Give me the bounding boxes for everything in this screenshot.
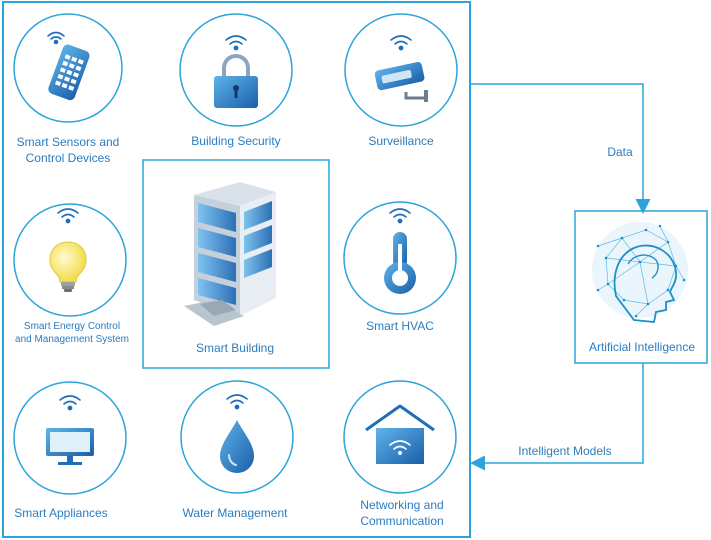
- circle-appliances: [13, 381, 127, 495]
- security-camera-icon: [374, 62, 428, 102]
- circle-sensors: [13, 13, 123, 123]
- label-sensors: Smart Sensors and Control Devices: [16, 135, 120, 165]
- thermometer-icon: [384, 232, 416, 294]
- ai-head-icon: [592, 222, 688, 323]
- light-bulb-icon: [49, 241, 87, 292]
- label-appliances: Smart Appliances: [14, 506, 108, 520]
- circle-energy: [13, 203, 127, 317]
- circle-water: [180, 380, 294, 494]
- center-frame: [142, 159, 330, 369]
- padlock-icon: [214, 54, 258, 108]
- models-arrow: [470, 363, 644, 471]
- outer-frame: [2, 1, 471, 538]
- label-networking: Networking and Communication: [360, 498, 444, 528]
- label-water: Water Management: [182, 506, 288, 520]
- label-surveillance: Surveillance: [368, 134, 434, 148]
- label-ai: Artificial Intelligence: [588, 340, 696, 354]
- monitor-icon: [46, 428, 94, 465]
- data-arrow: [470, 83, 651, 214]
- building-icon: [184, 182, 276, 326]
- circle-networking: [343, 380, 457, 494]
- label-hvac: Smart HVAC: [366, 319, 434, 333]
- circle-surveillance: [344, 13, 458, 127]
- water-drop-icon: [220, 420, 254, 473]
- label-energy: Smart Energy Control and Management Syst…: [15, 321, 129, 345]
- label-models-flow: Intelligent Models: [518, 444, 612, 458]
- label-data-flow: Data: [607, 145, 633, 159]
- circle-hvac: [343, 201, 457, 315]
- label-center: Smart Building: [195, 341, 275, 355]
- house-icon: [365, 404, 435, 464]
- wifi-icon: [47, 31, 412, 411]
- remote-control-icon: [48, 44, 90, 101]
- label-security: Building Security: [191, 134, 281, 148]
- circle-security: [179, 13, 293, 127]
